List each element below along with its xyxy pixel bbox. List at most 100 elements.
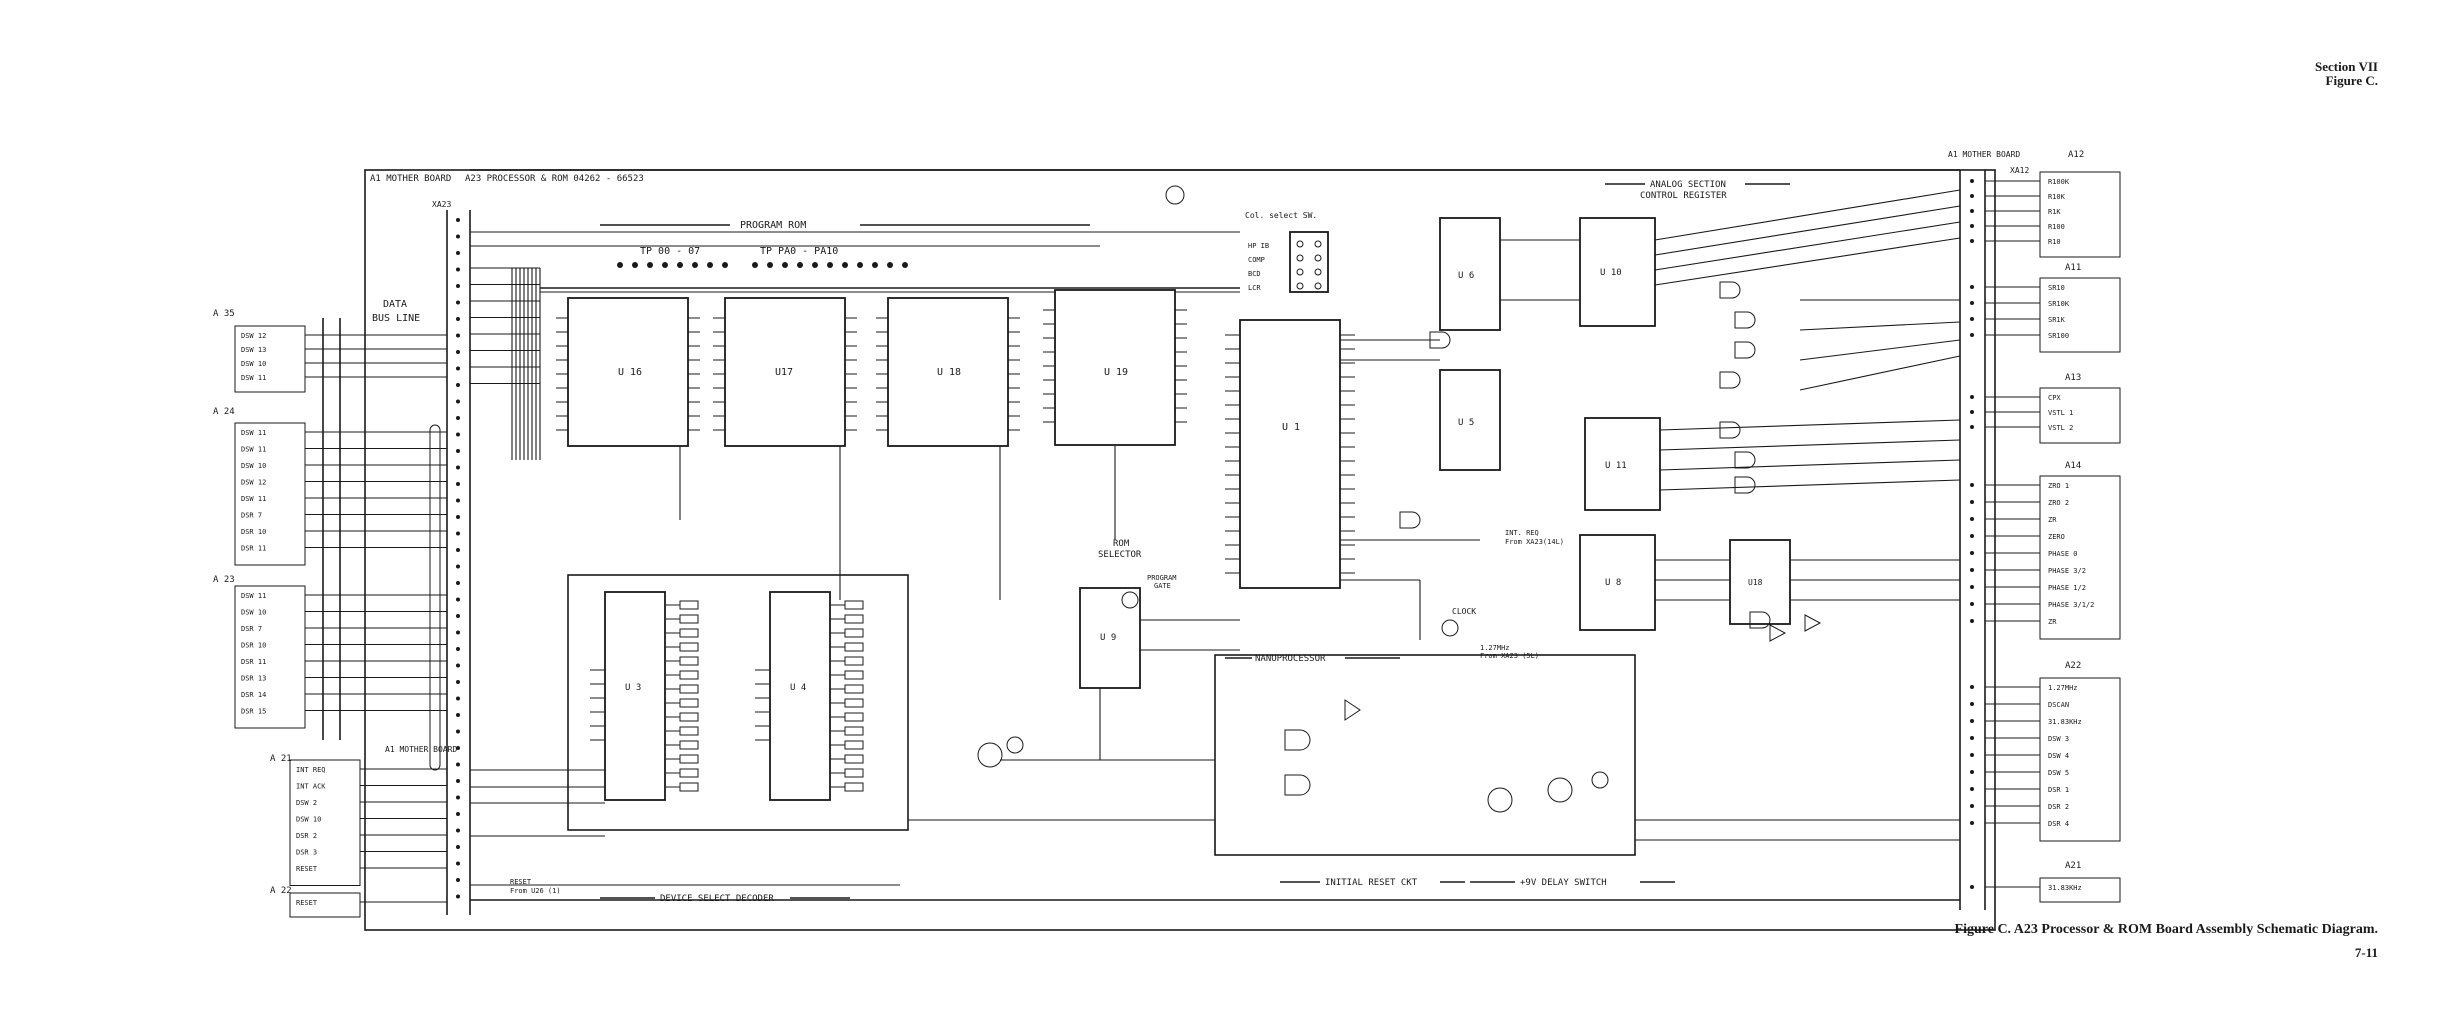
svg-text:U18: U18 (1748, 578, 1763, 587)
clock-node (1441, 619, 1459, 637)
a14-port-label: ZRO 1 (2048, 482, 2069, 490)
a22-port-label: DSW 3 (2048, 735, 2069, 743)
output-tag (679, 698, 699, 708)
connector-pin (456, 845, 460, 849)
connector-pin (456, 399, 460, 404)
a12-port-pin (1970, 209, 1974, 213)
wire (1659, 459, 1961, 471)
a13-port-pin (1970, 395, 1974, 399)
a23-port-label: DSR 14 (241, 691, 266, 699)
connector-pin (456, 449, 460, 453)
nand-gate (1284, 729, 1311, 751)
a14-port-label: ZR (2048, 618, 2057, 626)
test-point (767, 262, 773, 268)
test-point (842, 262, 848, 268)
transistor (977, 742, 1003, 768)
figure-label: Figure C. (2325, 73, 2378, 88)
output-tag (679, 768, 699, 778)
a22-port-pin (1970, 685, 1974, 689)
a14-port-label: ZR (2048, 516, 2057, 524)
initial-reset-label: INITIAL RESET CKT (1325, 878, 1418, 888)
a13-port-label: VSTL 1 (2048, 409, 2073, 417)
wire (1654, 237, 1961, 286)
decoder-u18b: U18 (1729, 539, 1791, 625)
output-tag (844, 670, 864, 680)
output-tag (844, 614, 864, 624)
rom-selector-label-2: SELECTOR (1098, 550, 1142, 560)
connector-pin (456, 878, 460, 882)
program-gate-label-2: GATE (1154, 582, 1171, 590)
logic-gate (1719, 371, 1741, 389)
connector-pin (456, 383, 460, 387)
output-tag (844, 698, 864, 708)
a22-port-label: 1.27MHz (2048, 684, 2078, 692)
a22-port-frame (2039, 677, 2121, 842)
left-side-connector (322, 318, 441, 771)
connector-pin (456, 366, 460, 371)
connector-pin (456, 416, 460, 420)
svg-text:U 6: U 6 (1458, 271, 1474, 281)
output-tag (679, 754, 699, 764)
test-point (902, 262, 908, 268)
a22-right-label: A22 (2065, 661, 2081, 671)
mother-board-right-label: A1 MOTHER BOARD (1948, 150, 2020, 159)
a11-port-label: SR100 (2048, 332, 2069, 340)
wire (1654, 205, 1961, 256)
output-tag (844, 754, 864, 764)
a13-port-label: CPX (2048, 394, 2061, 402)
left-pin-dots (456, 218, 460, 899)
a21-port-label: DSW 2 (296, 799, 317, 807)
a23-port-label: DSR 15 (241, 708, 266, 716)
analog-gates (1399, 281, 1822, 642)
output-tag (679, 782, 699, 792)
connector-pin (456, 630, 460, 635)
col-select-label: Col. select SW. (1245, 211, 1317, 220)
a14-port-label: ZERO (2048, 533, 2065, 541)
test-point (782, 262, 788, 268)
a14-port-pin (1970, 568, 1974, 572)
connector-pin (456, 647, 460, 651)
a24-port-label: DSW 11 (241, 495, 266, 503)
output-tag (844, 768, 864, 778)
a14-label: A14 (2065, 461, 2081, 471)
decoder-u3: U 3 (604, 591, 666, 801)
connector-pin (456, 267, 460, 272)
a22-port-pin (1970, 702, 1974, 706)
svg-text:U 9: U 9 (1100, 633, 1116, 643)
connector-pin (456, 300, 460, 305)
a24-port-label: DSR 10 (241, 528, 266, 536)
a23-port-label: DSW 11 (241, 592, 266, 600)
int-req-note: INT. REQ (1505, 529, 1539, 537)
power-node (1165, 185, 1185, 205)
a35-port-label: DSW 10 (241, 360, 266, 368)
logic-gate (1734, 311, 1756, 329)
analog-section-label: ANALOG SECTION (1650, 180, 1726, 190)
connector-pin (456, 251, 460, 255)
svg-text:U 4: U 4 (790, 683, 806, 693)
a23-port-label: DSR 7 (241, 625, 262, 633)
rom-chip-u19: U 19 (1054, 289, 1176, 446)
a14-port-label: PHASE 3/1/2 (2048, 601, 2094, 609)
connector-pin (456, 779, 460, 783)
connector-pin (456, 515, 460, 519)
register-u8: U 8 (1579, 534, 1656, 631)
a24-port-label: DSW 11 (241, 429, 266, 437)
a11-port-frame (2039, 277, 2121, 353)
connector-pin (456, 350, 460, 354)
output-tag (679, 670, 699, 680)
a24-port-label: DSR 11 (241, 545, 266, 553)
power-node (1121, 591, 1139, 609)
connector-pin (456, 465, 460, 470)
wire (1799, 321, 1961, 331)
connector-pin (456, 812, 460, 816)
test-point (872, 262, 878, 268)
logic-gate (1429, 331, 1451, 349)
clock-from: From XA23 (5L) (1480, 652, 1539, 660)
connector-pin (456, 317, 460, 321)
register-u11: U 11 (1584, 417, 1661, 511)
section-label: Section VII (2315, 59, 2378, 74)
a22-port-label: 31.83KHz (2048, 718, 2082, 726)
output-tag (844, 782, 864, 792)
a11-port-pin (1970, 317, 1974, 321)
a14-port-label: PHASE 1/2 (2048, 584, 2086, 592)
